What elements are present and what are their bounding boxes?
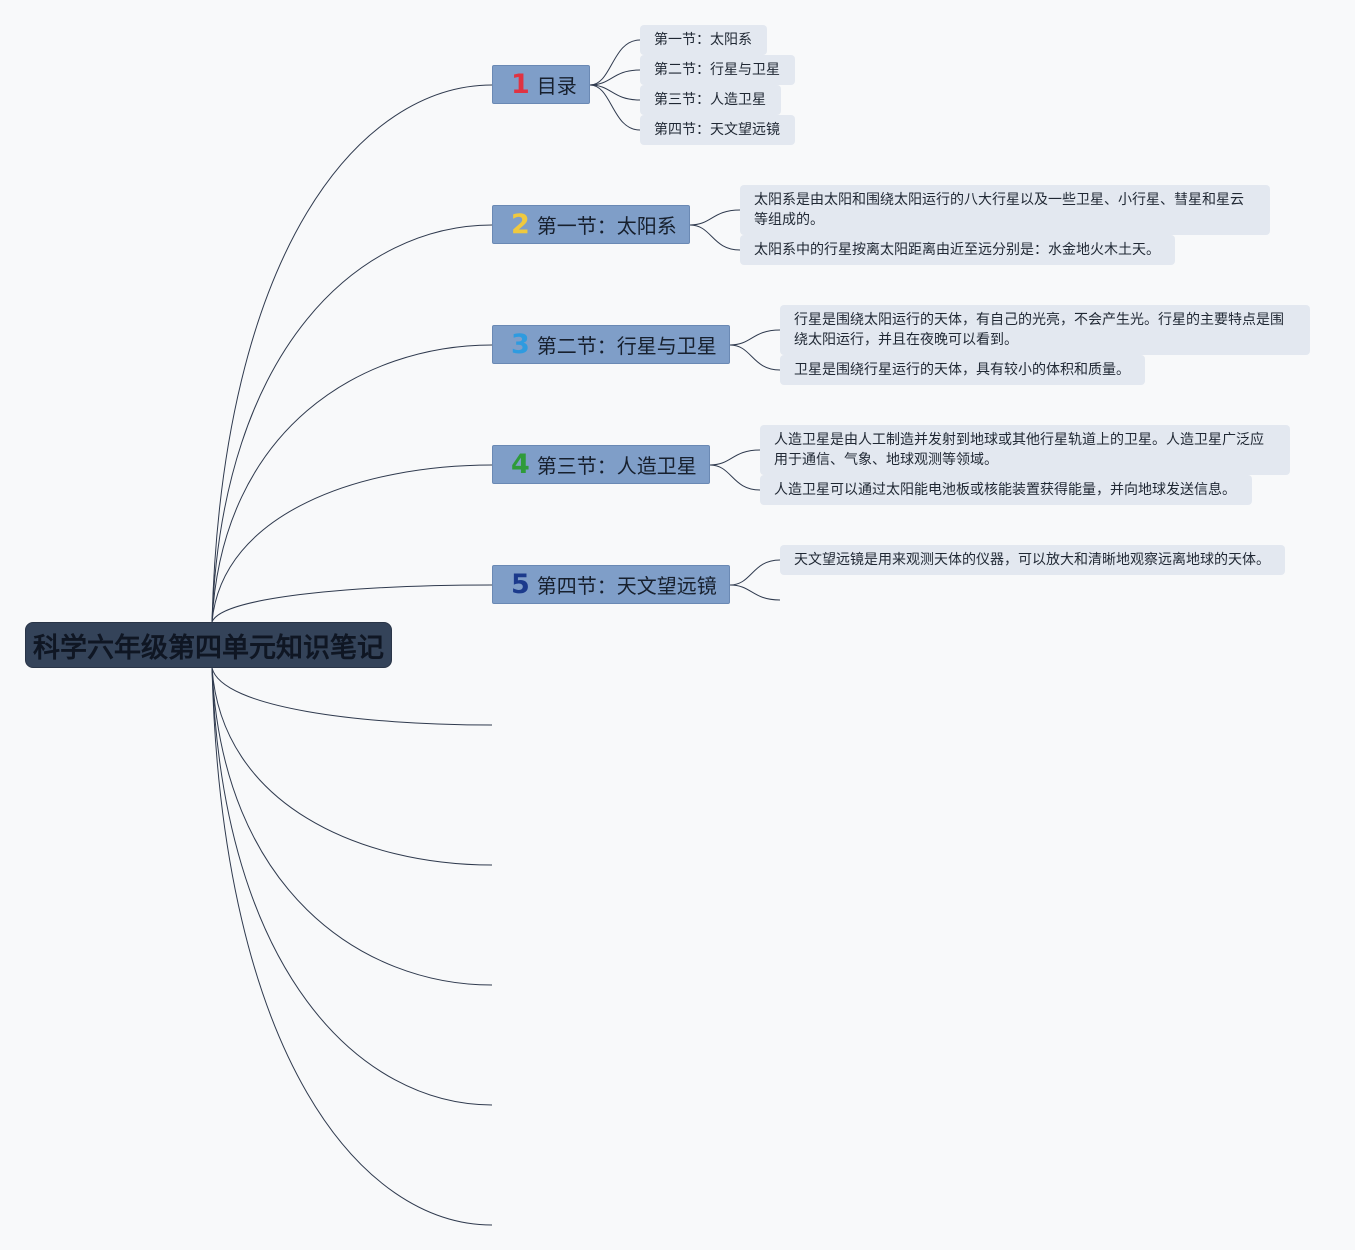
leaf-text: 人造卫星是由人工制造并发射到地球或其他行星轨道上的卫星。人造卫星广泛应用于通信、… <box>774 432 1264 468</box>
connector-line <box>211 667 493 1106</box>
leaf-topic[interactable]: 第三节：人造卫星 <box>640 85 781 115</box>
connector-line <box>589 84 641 101</box>
branch-number: 2 <box>511 209 530 240</box>
connector-line <box>709 464 761 491</box>
connector-line <box>689 224 741 251</box>
connector-line <box>729 584 781 601</box>
branch-label: 第二节：行星与卫星 <box>536 334 717 358</box>
leaf-topic[interactable]: 行星是围绕太阳运行的天体，有自己的光亮，不会产生光。行星的主要特点是围绕太阳运行… <box>780 305 1310 355</box>
leaf-text: 太阳系是由太阳和围绕太阳运行的八大行星以及一些卫星、小行星、彗星和星云等组成的。 <box>754 192 1244 228</box>
leaf-topic[interactable]: 太阳系中的行星按离太阳距离由近至远分别是：水金地火木土天。 <box>740 235 1175 265</box>
branch-label: 第三节：人造卫星 <box>536 454 697 478</box>
branch-topic-telescope[interactable]: 5 第四节：天文望远镜 <box>492 565 730 604</box>
leaf-text: 第一节：太阳系 <box>654 32 752 48</box>
branch-number: 3 <box>511 329 530 360</box>
branch-number: 4 <box>511 449 530 480</box>
connector-line <box>211 584 493 623</box>
leaf-topic[interactable]: 太阳系是由太阳和围绕太阳运行的八大行星以及一些卫星、小行星、彗星和星云等组成的。 <box>740 185 1270 235</box>
leaf-text: 第四节：天文望远镜 <box>654 122 780 138</box>
branch-number: 1 <box>511 69 530 100</box>
leaf-text: 第三节：人造卫星 <box>654 92 766 108</box>
connector-line <box>211 84 493 623</box>
leaf-topic[interactable]: 第一节：太阳系 <box>640 25 767 55</box>
connector-line <box>729 344 781 371</box>
connector-line <box>211 464 493 623</box>
connector-line <box>589 69 641 86</box>
connector-line <box>589 39 641 86</box>
branch-label: 第一节：太阳系 <box>536 214 677 238</box>
connector-line <box>211 224 493 623</box>
connector-line <box>589 84 641 131</box>
leaf-text: 天文望远镜是用来观测天体的仪器，可以放大和清晰地观察远离地球的天体。 <box>794 552 1270 568</box>
branch-label: 目录 <box>536 74 577 98</box>
connector-line <box>211 344 493 623</box>
connector-line <box>689 209 741 226</box>
branch-topic-solar-system[interactable]: 2 第一节：太阳系 <box>492 205 690 244</box>
leaf-topic[interactable]: 第二节：行星与卫星 <box>640 55 795 85</box>
root-topic-label: 科学六年级第四单元知识笔记 <box>33 632 384 664</box>
connector-line <box>211 667 493 866</box>
leaf-topic[interactable]: 卫星是围绕行星运行的天体，具有较小的体积和质量。 <box>780 355 1145 385</box>
connector-line <box>729 559 781 586</box>
leaf-text: 太阳系中的行星按离太阳距离由近至远分别是：水金地火木土天。 <box>754 242 1160 258</box>
leaf-topic[interactable]: 天文望远镜是用来观测天体的仪器，可以放大和清晰地观察远离地球的天体。 <box>780 545 1285 575</box>
leaf-topic[interactable]: 第四节：天文望远镜 <box>640 115 795 145</box>
leaf-topic[interactable]: 人造卫星是由人工制造并发射到地球或其他行星轨道上的卫星。人造卫星广泛应用于通信、… <box>760 425 1290 475</box>
leaf-text: 第二节：行星与卫星 <box>654 62 780 78</box>
connector-line <box>211 667 493 986</box>
connector-line <box>211 667 493 726</box>
leaf-text: 卫星是围绕行星运行的天体，具有较小的体积和质量。 <box>794 362 1130 378</box>
branch-topic-contents[interactable]: 1 目录 <box>492 65 590 104</box>
connector-line <box>211 667 493 1226</box>
branch-topic-planets[interactable]: 3 第二节：行星与卫星 <box>492 325 730 364</box>
leaf-text: 人造卫星可以通过太阳能电池板或核能装置获得能量，并向地球发送信息。 <box>774 482 1236 498</box>
branch-topic-satellites[interactable]: 4 第三节：人造卫星 <box>492 445 710 484</box>
root-topic[interactable]: 科学六年级第四单元知识笔记 <box>25 622 392 668</box>
connector-line <box>729 329 781 346</box>
branch-number: 5 <box>511 569 530 600</box>
branch-label: 第四节：天文望远镜 <box>536 574 717 598</box>
leaf-text: 行星是围绕太阳运行的天体，有自己的光亮，不会产生光。行星的主要特点是围绕太阳运行… <box>794 312 1284 348</box>
leaf-topic[interactable]: 人造卫星可以通过太阳能电池板或核能装置获得能量，并向地球发送信息。 <box>760 475 1252 505</box>
connector-line <box>709 449 761 466</box>
